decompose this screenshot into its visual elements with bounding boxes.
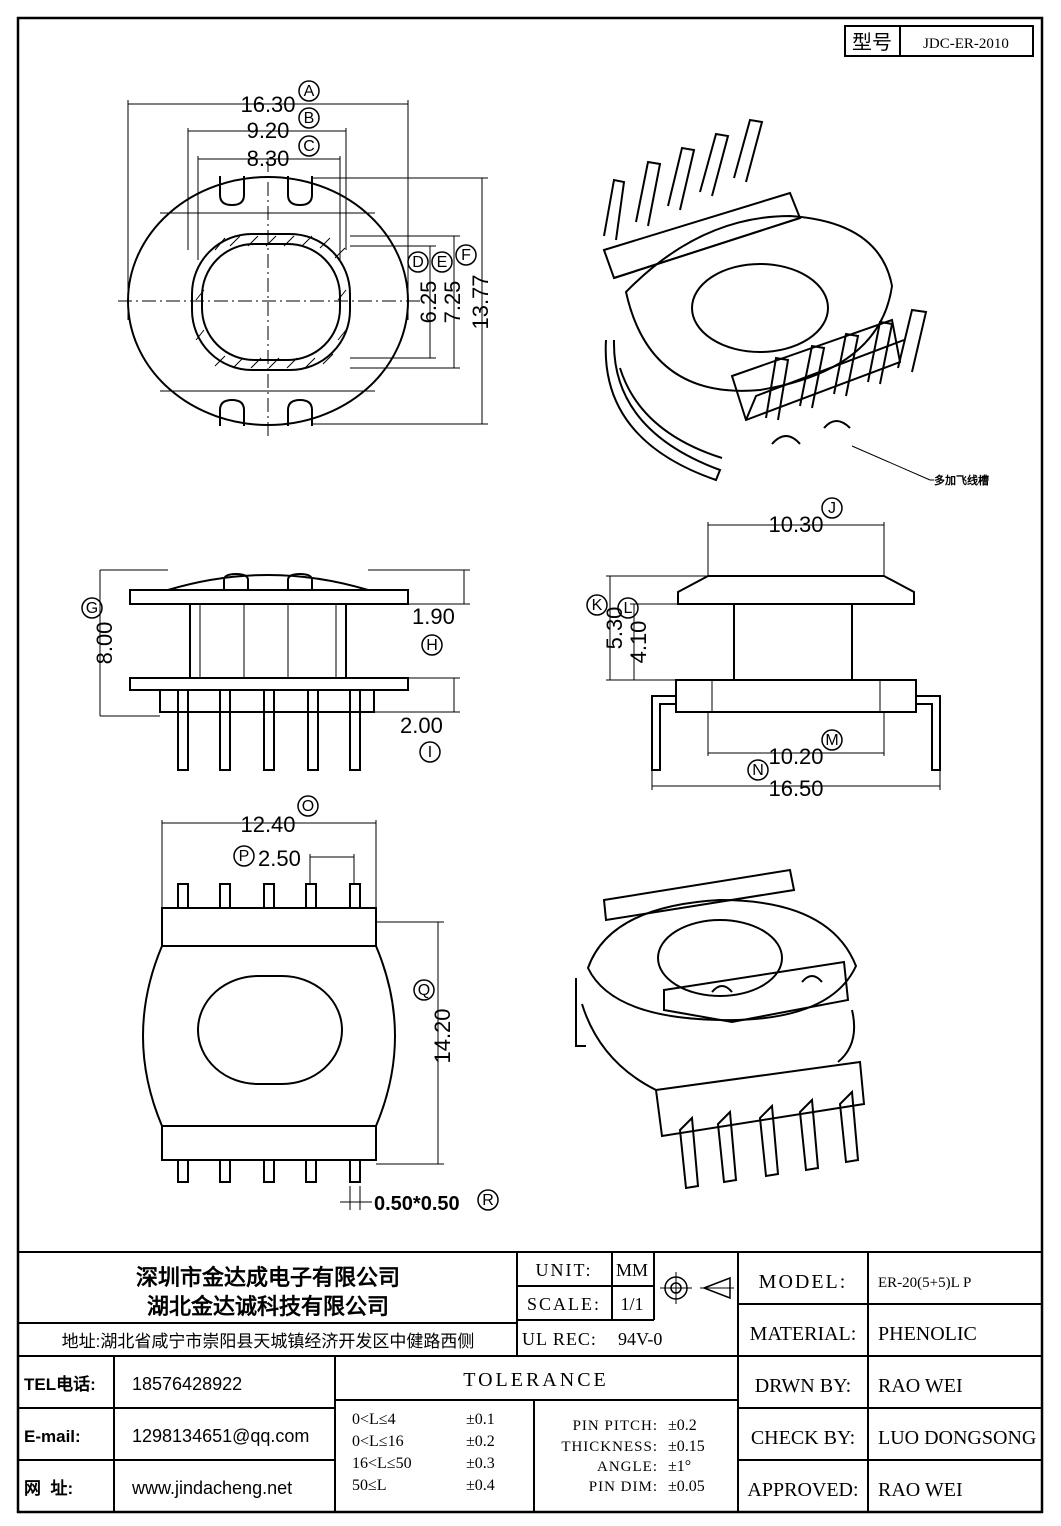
iso-view-bottom (575, 868, 866, 1190)
material-label: MATERIAL: (750, 1323, 857, 1345)
front-view (99, 569, 470, 771)
scale-label: SCALE: (527, 1294, 601, 1314)
label-B: B (304, 110, 315, 127)
tol-extra-name-1: PIN PITCH: (573, 1418, 658, 1434)
tol-range-2: 0<L≤16 (352, 1433, 404, 1450)
label-F: F (461, 247, 471, 264)
top-view-dims: 16.30 9.20 8.30 6.25 7.25 13.77 (240, 92, 493, 330)
tol-extra-name-3: ANGLE: (597, 1459, 658, 1475)
dim-F: 13.77 (468, 274, 493, 329)
label-Q: Q (418, 982, 430, 999)
approved-value: RAO WEI (878, 1479, 963, 1501)
tol-value-2: ±0.2 (466, 1433, 495, 1450)
tol-value-4: ±0.4 (466, 1477, 495, 1494)
bottom-view (142, 820, 444, 1210)
dim-R: 0.50*0.50 (374, 1193, 460, 1215)
label-C: C (303, 138, 315, 155)
drawn-label: DRWN BY: (755, 1375, 852, 1397)
label-R: R (482, 1192, 494, 1209)
label-I: I (428, 744, 432, 761)
model-number-label: 型号 (852, 31, 892, 54)
tol-range-1: 0<L≤4 (352, 1411, 396, 1428)
label-D: D (412, 254, 424, 271)
label-H: H (426, 637, 438, 654)
tol-extra-name-4: PIN DIM: (589, 1479, 658, 1495)
company-name-2: 湖北金达诚科技有限公司 (147, 1294, 389, 1319)
dim-H: 1.90 (412, 604, 455, 629)
dim-D: 6.25 (416, 281, 441, 324)
web-label: 网 址: (24, 1479, 73, 1498)
dim-B: 9.20 (247, 118, 290, 143)
circled-labels (81, 80, 843, 1211)
dim-A: 16.30 (240, 92, 295, 117)
dim-M: 10.20 (768, 744, 823, 769)
email-value: 1298134651@qq.com (132, 1426, 309, 1446)
dim-N: 16.50 (768, 776, 823, 801)
label-L: L (624, 600, 633, 617)
label-A: A (304, 83, 315, 100)
tol-extra-name-2: THICKNESS: (561, 1439, 658, 1455)
dim-P: 2.50 (258, 846, 301, 871)
tel-value: 18576428922 (132, 1374, 242, 1394)
dim-O: 12.40 (240, 812, 295, 837)
model-value: ER-20(5+5)L P (878, 1275, 971, 1291)
tel-label: TEL电话: (24, 1374, 96, 1394)
tol-value-3: ±0.3 (466, 1455, 495, 1472)
model-number-box: 型号 JDC-ER-2010 (844, 25, 1034, 57)
ulrec-label: UL REC: (522, 1329, 597, 1349)
unit-value: MM (616, 1260, 648, 1280)
check-value: LUO DONGSONG (878, 1427, 1036, 1449)
email-label: E-mail: (24, 1427, 81, 1446)
tol-extra-value-1: ±0.2 (668, 1417, 697, 1434)
check-label: CHECK BY: (751, 1427, 855, 1449)
label-K: K (592, 597, 603, 614)
company-address: 地址:湖北省咸宁市崇阳县天城镇经济开发区中健路西侧 (62, 1332, 475, 1351)
dim-Q: 14.20 (430, 1008, 455, 1063)
web-value: www.jindacheng.net (131, 1478, 292, 1498)
ulrec-value: 94V-0 (618, 1329, 662, 1349)
material-value: PHENOLIC (878, 1323, 977, 1345)
label-N: N (752, 762, 764, 779)
tol-value-1: ±0.1 (466, 1411, 495, 1428)
company-name-1: 深圳市金达成电子有限公司 (136, 1265, 400, 1290)
top-view (118, 100, 488, 440)
model-label: MODEL: (759, 1271, 848, 1293)
dim-K: 5.30 (602, 607, 627, 650)
label-E: E (437, 254, 448, 271)
iso-view-top (602, 118, 934, 482)
tolerance-title: TOLERANCE (463, 1369, 609, 1391)
tol-extra-value-3: ±1° (668, 1458, 691, 1475)
model-number-value: JDC-ER-2010 (923, 36, 1009, 52)
label-P: P (239, 848, 250, 865)
sheet-border (16, 16, 1044, 1514)
dim-C: 8.30 (247, 146, 290, 171)
tol-extra-value-4: ±0.05 (668, 1478, 705, 1495)
approved-label: APPROVED: (747, 1479, 858, 1501)
side-view (606, 522, 941, 790)
label-G: G (86, 600, 98, 617)
tol-range-3: 16<L≤50 (352, 1455, 412, 1472)
label-O: O (302, 798, 314, 815)
dim-L: 4.10 (626, 621, 651, 664)
label-M: M (825, 732, 838, 749)
dim-J: 10.30 (768, 512, 823, 537)
label-J: J (828, 500, 836, 517)
tol-extra-value-2: ±0.15 (668, 1438, 705, 1455)
dim-G: 8.00 (92, 622, 117, 665)
title-block (18, 1251, 1042, 1512)
scale-value: 1/1 (620, 1294, 643, 1314)
note-flywire-slot: 多加飞线槽 (934, 473, 989, 487)
tol-range-4: 50≤L (352, 1477, 387, 1494)
drawn-value: RAO WEI (878, 1375, 963, 1397)
dim-I: 2.00 (400, 713, 443, 738)
unit-label: UNIT: (535, 1260, 592, 1280)
dim-E: 7.25 (440, 281, 465, 324)
